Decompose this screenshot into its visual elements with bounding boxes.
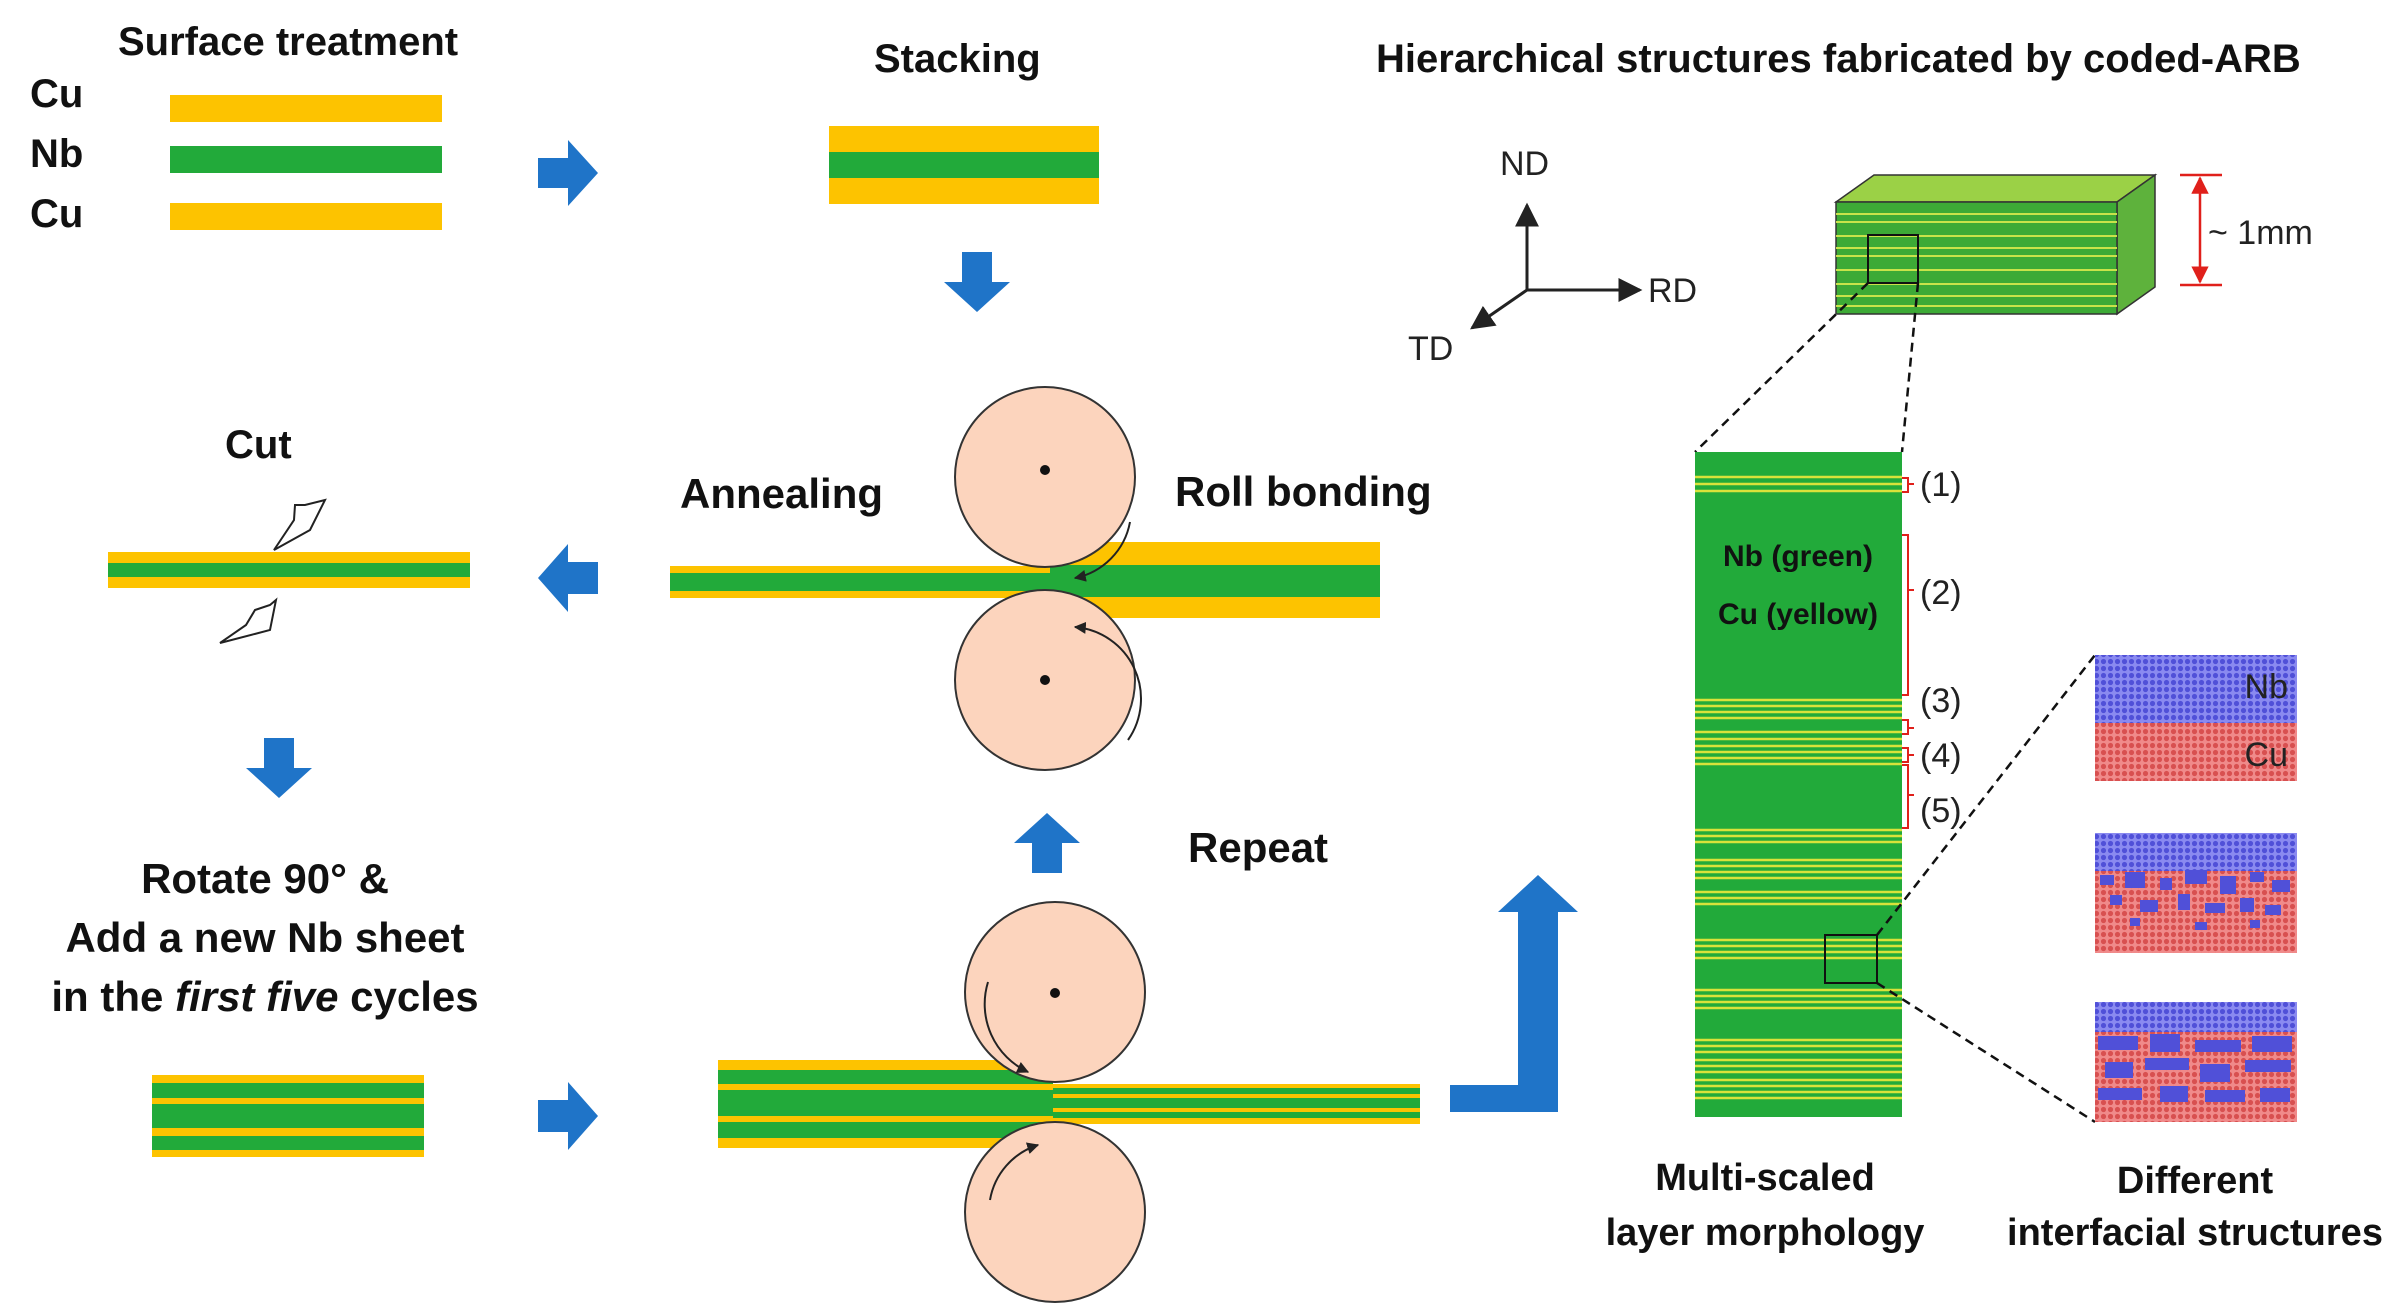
- sheet-label-cu-bottom: Cu: [30, 192, 83, 236]
- sheet-label-cu-top: Cu: [30, 72, 83, 116]
- region-label-4: (4): [1920, 737, 1962, 775]
- stacking-heading: Stacking: [874, 37, 1041, 81]
- axis-label-nd: ND: [1500, 145, 1549, 183]
- interface-panel-sharp: [2095, 655, 2297, 781]
- different-caption-line1: Different: [2117, 1160, 2274, 1202]
- annealing-heading: Annealing: [680, 470, 883, 517]
- cu-sheet-bottom: [170, 203, 442, 230]
- upper-rolled-sheet: [670, 542, 1380, 618]
- stacked-sheet: [829, 126, 1099, 204]
- axis-label-td: TD: [1408, 330, 1453, 368]
- multi-scaled-caption-line2: layer morphology: [1606, 1212, 1925, 1254]
- repeat-heading: Repeat: [1188, 824, 1328, 871]
- blade-icon: [219, 597, 278, 644]
- roll-bonding-heading: Roll bonding: [1175, 468, 1432, 515]
- region-label-5: (5): [1920, 792, 1962, 830]
- arrow-right-icon: [538, 140, 598, 206]
- different-caption-line2: interfacial structures: [2007, 1212, 2383, 1254]
- arrow-down-icon: [246, 738, 312, 798]
- layered-column: [1695, 452, 1902, 1117]
- cu-sheet-top: [170, 95, 442, 122]
- region-label-1: (1): [1920, 466, 1962, 504]
- rotate-text-line3: in the first five cycles: [51, 973, 478, 1020]
- roll-icon: [954, 589, 1142, 771]
- lower-rolled-sheet: [718, 1060, 1420, 1148]
- arrow-down-icon: [944, 252, 1010, 312]
- axis-label-rd: RD: [1648, 272, 1697, 310]
- blade-icon: [273, 498, 327, 551]
- cut-heading: Cut: [225, 423, 292, 467]
- arb-block: [1833, 173, 2158, 316]
- column-label-cu: Cu (yellow): [1718, 598, 1878, 631]
- rotate-text-line2: Add a new Nb sheet: [65, 914, 464, 961]
- axes-icon: [1470, 202, 1643, 330]
- arrow-right-icon: [538, 1082, 598, 1150]
- thickness-indicator: [2180, 173, 2222, 287]
- roll-icon: [964, 901, 1146, 1083]
- thickness-label: ~ 1mm: [2208, 214, 2313, 252]
- new-stack-sheet: [152, 1075, 424, 1157]
- surface-treatment-heading: Surface treatment: [118, 20, 458, 64]
- interface-panel-mixed: [2095, 833, 2297, 953]
- rotate-text-line1: Rotate 90° &: [141, 855, 389, 902]
- interface-label-cu: Cu: [2245, 736, 2288, 774]
- region-label-3: (3): [1920, 682, 1962, 720]
- roll-icon: [964, 1121, 1146, 1303]
- sheet-label-nb: Nb: [30, 132, 83, 176]
- hierarchical-heading: Hierarchical structures fabricated by co…: [1376, 37, 2301, 81]
- multi-scaled-caption-line1: Multi-scaled: [1655, 1157, 1875, 1199]
- cut-sheet: [108, 552, 470, 588]
- region-label-2: (2): [1920, 574, 1962, 612]
- column-label-nb: Nb (green): [1723, 540, 1873, 573]
- l-arrow-up-icon: [1450, 875, 1578, 1112]
- nb-sheet: [170, 146, 442, 173]
- arrow-left-icon: [538, 544, 598, 612]
- region-brackets: [1902, 477, 1914, 829]
- arrow-up-icon: [1014, 813, 1080, 873]
- interface-panel-layered: [2095, 1002, 2297, 1122]
- roll-icon: [954, 386, 1136, 582]
- interface-label-nb: Nb: [2245, 668, 2288, 706]
